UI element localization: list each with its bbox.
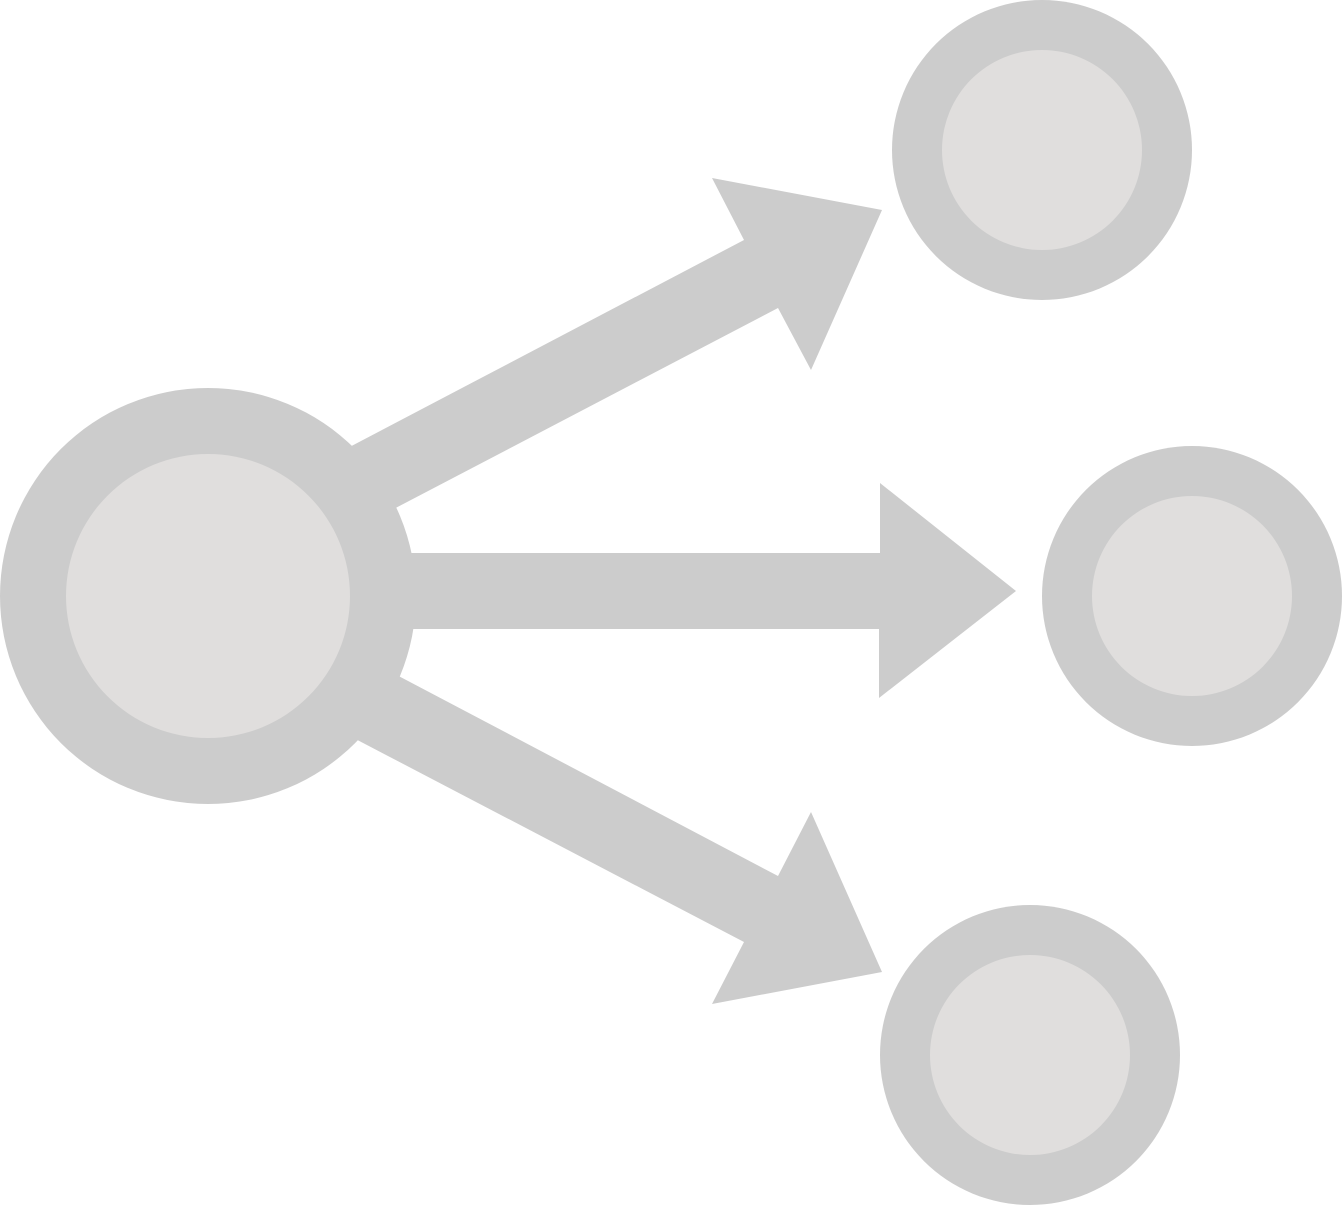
- top-target-node: [892, 0, 1192, 300]
- middle-target-node: [1042, 446, 1342, 746]
- arrow-to-top-node: [300, 178, 882, 558]
- bottom-target-node: [880, 905, 1180, 1205]
- arrow-to-bottom-node: [300, 624, 882, 1004]
- arrow-to-middle-node: [300, 483, 1016, 698]
- hub-node: [0, 388, 416, 804]
